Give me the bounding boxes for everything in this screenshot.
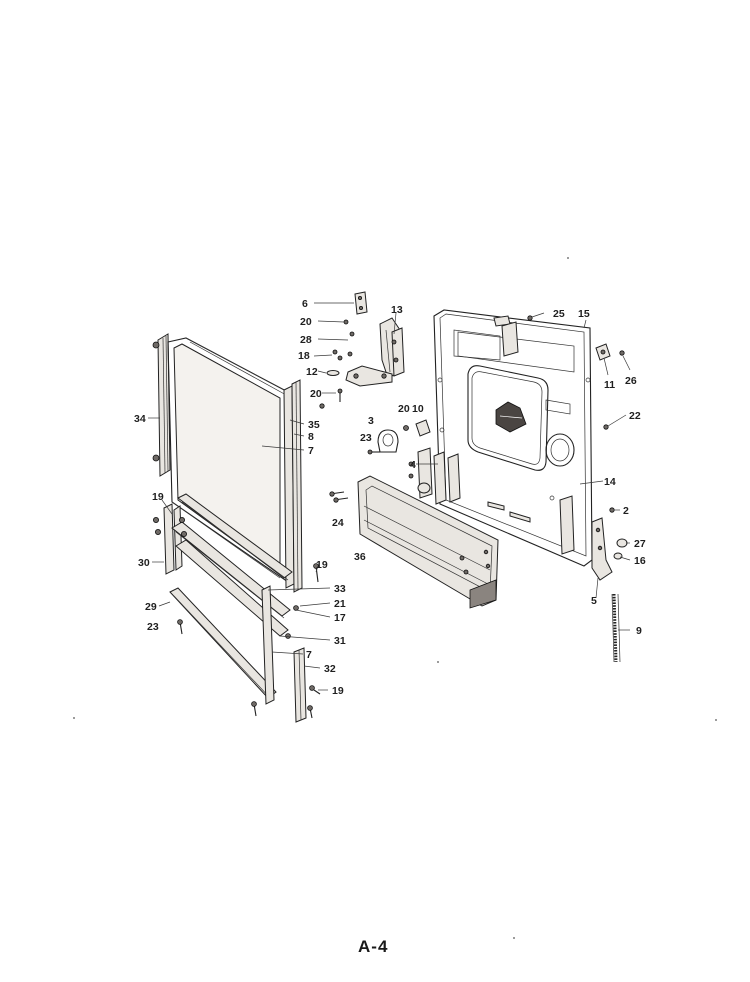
callout-34: 34 <box>134 413 146 425</box>
callout-23-left: 23 <box>147 621 159 633</box>
callout-16: 16 <box>634 555 646 567</box>
part-6-bracket <box>354 291 368 315</box>
part-34-side-trim <box>157 333 171 477</box>
callout-19-middle: 19 <box>316 559 328 571</box>
callout-10: 10 <box>412 403 424 415</box>
callout-4: 4 <box>410 459 416 471</box>
callout-7-lower: 7 <box>306 649 312 661</box>
part-29-lower-rail <box>169 587 277 701</box>
callout-21: 21 <box>334 598 346 610</box>
center-small-parts <box>367 419 461 505</box>
part-10-clip <box>415 419 431 437</box>
callout-29: 29 <box>145 601 157 613</box>
outer-door-panel-group <box>152 333 303 593</box>
inner-panel-screws <box>527 315 625 513</box>
part-11-latch <box>595 343 611 361</box>
callout-31: 31 <box>334 635 346 647</box>
callout-3: 3 <box>368 415 374 427</box>
part-13-hinge-arm <box>379 317 405 379</box>
part-5-hinge-bracket <box>591 517 628 581</box>
callout-25: 25 <box>553 308 565 320</box>
part-9-spring <box>611 593 621 663</box>
leader-lines <box>148 302 631 691</box>
part-4-hinge-block <box>408 447 461 505</box>
callout-18: 18 <box>298 350 310 362</box>
callout-22: 22 <box>629 410 641 422</box>
callout-11: 11 <box>604 379 615 391</box>
part-33-upper-rail <box>177 493 293 581</box>
part-32-vertical-trim <box>293 647 307 723</box>
callout-26: 26 <box>625 375 637 387</box>
part-7-lower-strip <box>261 585 275 705</box>
callout-17: 17 <box>334 612 346 624</box>
callout-6: 6 <box>302 298 308 310</box>
callout-36: 36 <box>354 551 366 563</box>
page-number-label: A-4 <box>358 937 389 956</box>
part-36-lower-channel <box>329 475 499 609</box>
lower-trim-rail-group <box>152 493 321 723</box>
part-34-screws <box>152 341 160 462</box>
callout-19-left: 19 <box>152 491 164 503</box>
inner-door-panel-group <box>433 309 628 663</box>
callout-20-middle: 20 <box>310 388 322 400</box>
callout-9: 9 <box>636 625 642 637</box>
callout-5: 5 <box>591 595 597 607</box>
callout-20-center: 20 <box>398 403 410 415</box>
lower-trim-screws <box>152 517 321 719</box>
part-31-middle-rail <box>171 521 291 637</box>
callout-7-upper: 7 <box>308 445 314 457</box>
scan-speckle <box>73 257 717 939</box>
part-30-bracket <box>163 503 183 575</box>
callout-33: 33 <box>334 583 346 595</box>
callout-13: 13 <box>391 304 403 316</box>
hinge-screws <box>319 319 355 409</box>
callout-27: 27 <box>634 538 646 550</box>
door-logo-emblem <box>495 401 527 433</box>
callout-19-lower: 19 <box>332 685 344 697</box>
callout-23-center: 23 <box>360 432 372 444</box>
callout-30: 30 <box>138 557 150 569</box>
part-3-clamp <box>377 429 399 453</box>
callout-24: 24 <box>332 517 344 529</box>
callout-2: 2 <box>623 505 629 517</box>
callout-14: 14 <box>604 476 616 488</box>
callout-32: 32 <box>324 663 336 675</box>
callout-20-upper: 20 <box>300 316 312 328</box>
callout-15: 15 <box>578 308 590 320</box>
callout-12: 12 <box>306 366 318 378</box>
callout-28: 28 <box>300 334 312 346</box>
part-28-hinge-link <box>345 365 393 387</box>
callout-8: 8 <box>308 431 314 443</box>
part-35-edge-strip <box>283 379 303 593</box>
callout-35: 35 <box>308 419 320 431</box>
callout-labels: 6 13 20 28 18 12 20 25 15 11 26 20 10 3 … <box>134 298 646 697</box>
hinge-parts-group <box>319 291 405 409</box>
